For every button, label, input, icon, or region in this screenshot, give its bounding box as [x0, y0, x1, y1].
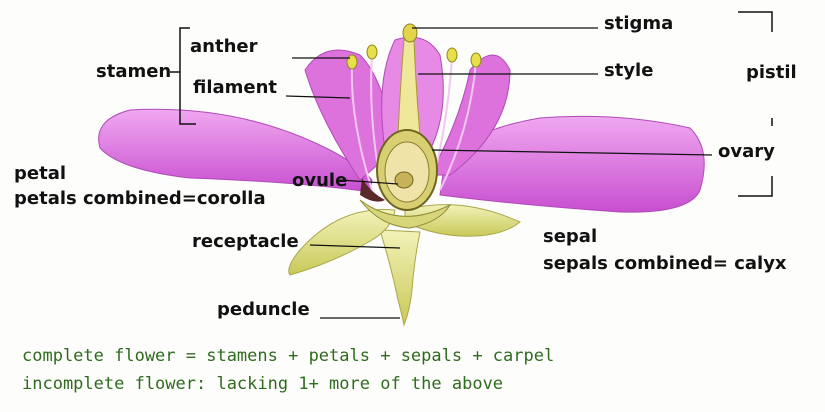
- label-ovary: ovary: [718, 143, 775, 161]
- label-style: style: [604, 62, 653, 80]
- label-anther: anther: [190, 38, 257, 56]
- sepal-left: [289, 210, 395, 276]
- note-complete-flower: complete flower = stamens + petals + sep…: [22, 348, 554, 365]
- label-peduncle: peduncle: [217, 301, 310, 319]
- stigma-tip: [403, 24, 417, 42]
- label-petals-combined: petals combined=corolla: [14, 190, 266, 208]
- label-stigma: stigma: [604, 15, 673, 33]
- label-sepals-combined: sepals combined= calyx: [543, 255, 787, 273]
- label-stamen: stamen: [96, 63, 171, 81]
- label-ovule: ovule: [292, 172, 347, 190]
- pistil-bracket: [738, 12, 772, 32]
- note-incomplete-flower: incomplete flower: lacking 1+ more of th…: [22, 376, 503, 393]
- label-receptacle: receptacle: [192, 233, 299, 251]
- peduncle-stem: [380, 230, 420, 325]
- ovule-shape: [395, 172, 413, 188]
- label-filament: filament: [193, 79, 277, 97]
- label-sepal: sepal: [543, 228, 597, 246]
- label-petal: petal: [14, 165, 66, 183]
- label-pistil: pistil: [746, 64, 797, 82]
